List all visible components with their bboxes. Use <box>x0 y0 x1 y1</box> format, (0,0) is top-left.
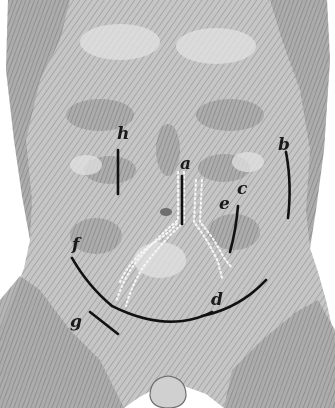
pubic-region <box>150 376 186 408</box>
label-h: h <box>117 124 129 144</box>
navel <box>160 208 172 216</box>
label-g: g <box>70 312 82 332</box>
label-e: e <box>219 194 230 214</box>
label-d: d <box>211 290 223 310</box>
label-a: a <box>180 154 191 174</box>
label-c: c <box>237 179 248 199</box>
label-b: b <box>278 135 290 155</box>
